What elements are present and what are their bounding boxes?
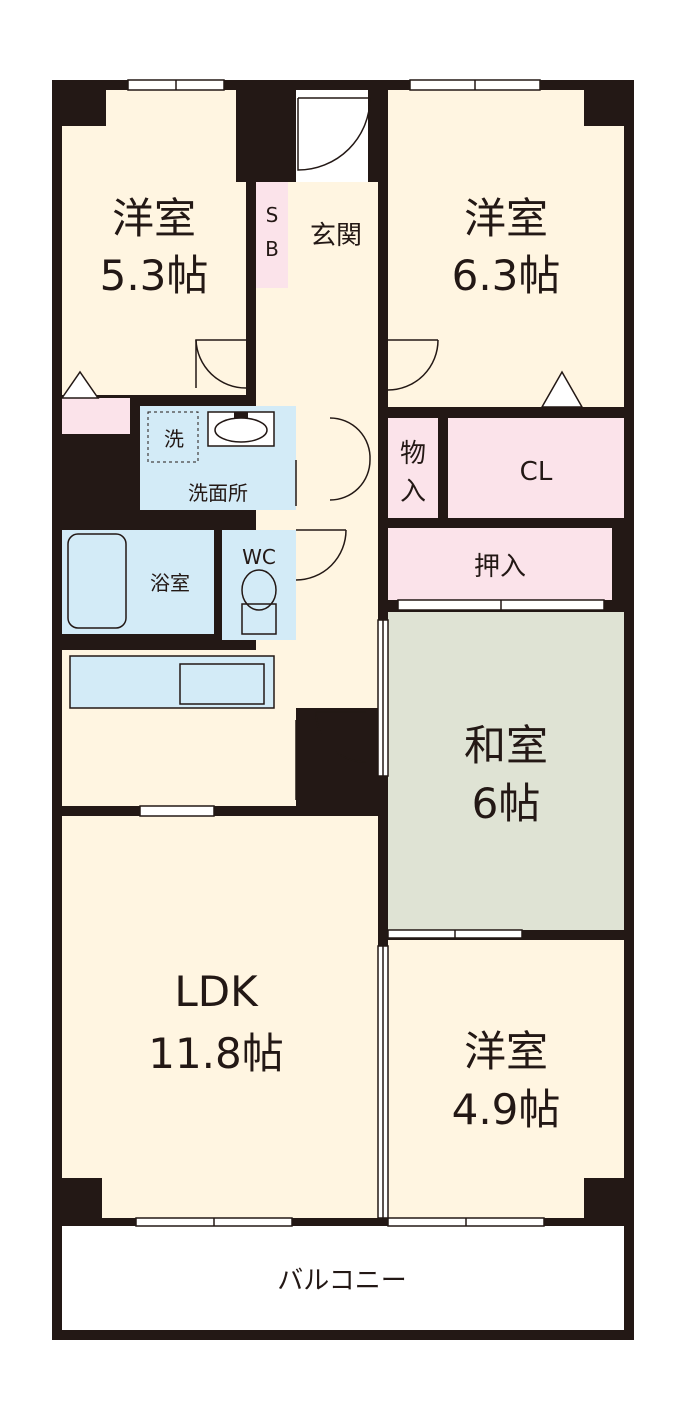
ldk-name: LDK: [174, 967, 259, 1016]
column: [62, 1178, 102, 1218]
column: [584, 90, 624, 126]
entrance-doorway: [296, 90, 368, 182]
closet-marker: [540, 370, 584, 408]
room-japanese: [388, 612, 624, 930]
sliding-doors: [139, 599, 605, 1219]
toilet-bowl-icon: [241, 569, 277, 611]
stove-icon: [179, 663, 265, 705]
western-nw-name: 洋室: [112, 194, 196, 243]
bathtub-icon: [67, 533, 127, 629]
storage-line2: 入: [400, 477, 426, 507]
room-ldk: [62, 816, 378, 1218]
closet-marker: [60, 370, 100, 399]
windows-bottom: [135, 1217, 545, 1227]
western-se-size: 4.9帖: [452, 1085, 561, 1134]
hinged-doors: [195, 339, 439, 800]
room-wc: [222, 530, 296, 640]
room-western-ne: [388, 90, 624, 407]
closet-label: CL: [520, 457, 553, 487]
shoe-box-line1: S: [266, 203, 279, 227]
western-nw-size: 5.3帖: [100, 251, 209, 300]
shoe-box-line2: B: [265, 237, 279, 261]
washroom-label: 洗面所: [188, 481, 248, 505]
room-closet: [448, 418, 624, 518]
balcony: [62, 1226, 624, 1330]
japanese-name: 和室: [464, 721, 548, 770]
western-se-name: 洋室: [464, 1027, 548, 1076]
japanese-size: 6帖: [472, 779, 541, 828]
wc-label: WC: [242, 545, 276, 569]
bath-label: 浴室: [150, 571, 190, 595]
western-ne-size: 6.3帖: [452, 251, 561, 300]
column: [62, 90, 106, 126]
entrance-door-swing: [297, 97, 371, 171]
balcony-label: バルコニー: [277, 1266, 406, 1296]
washer-space: [147, 411, 199, 463]
storage-line1: 物: [400, 439, 426, 469]
room-oshiire: [388, 528, 612, 600]
windows-top: [127, 79, 541, 91]
washer-label: 洗: [164, 427, 184, 451]
western-ne-name: 洋室: [464, 194, 548, 243]
shoe-box: [256, 182, 288, 288]
column: [236, 90, 296, 182]
column: [584, 1178, 624, 1218]
room-bath: [62, 530, 214, 634]
closet-nw: [62, 398, 130, 434]
room-western-nw: [62, 90, 246, 395]
ldk-size: 11.8帖: [148, 1029, 284, 1078]
room-western-se: [388, 940, 624, 1218]
oshiire-label: 押入: [474, 552, 526, 582]
room-storage: [388, 418, 438, 518]
entrance-label: 玄関: [310, 221, 362, 251]
toilet-tank-icon: [241, 603, 277, 635]
